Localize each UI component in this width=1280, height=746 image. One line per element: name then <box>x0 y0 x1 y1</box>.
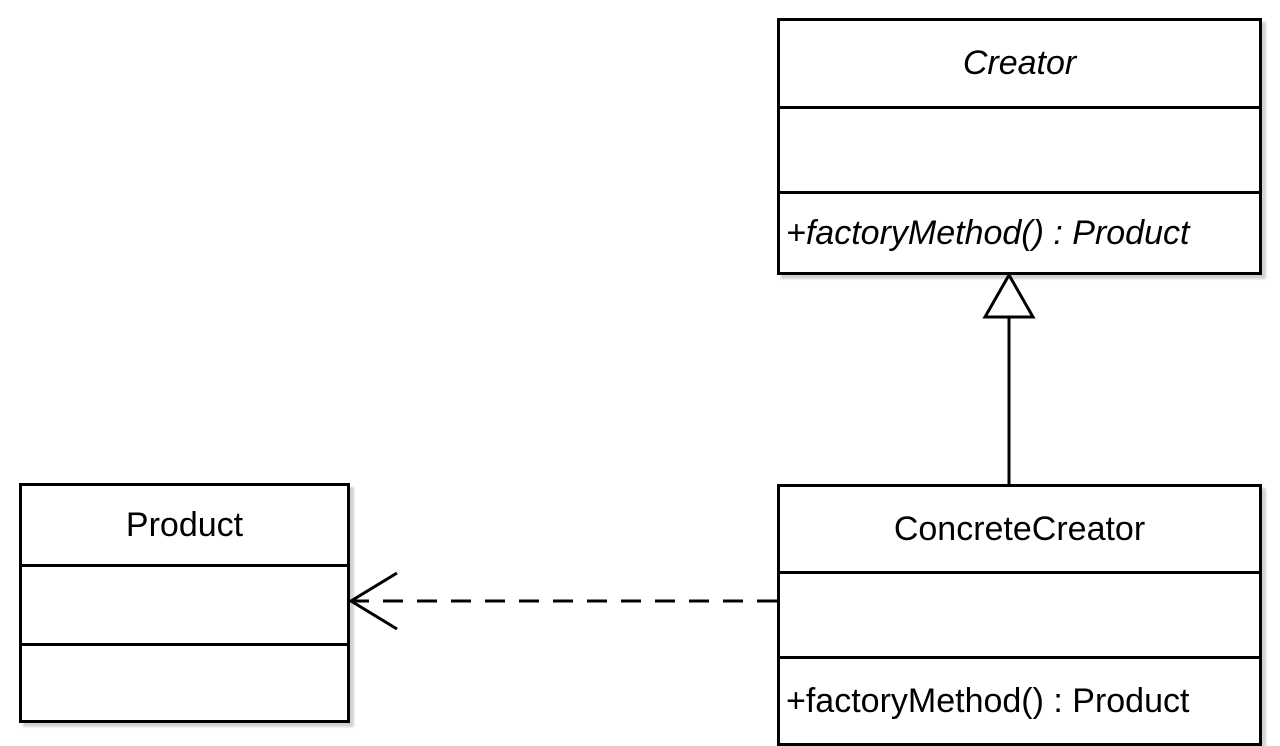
creator-operation-factory-method: +factoryMethod() : Product <box>780 191 1259 272</box>
product-operations-compartment <box>22 643 347 720</box>
creator-attributes-compartment <box>780 106 1259 191</box>
concrete-creator-operation-factory-method: +factoryMethod() : Product <box>780 656 1259 743</box>
product-attributes-compartment <box>22 564 347 643</box>
product-class-name: Product <box>125 505 244 544</box>
generalization-hollow-triangle-arrowhead <box>982 271 1036 319</box>
concrete-creator-attributes-compartment <box>780 571 1259 656</box>
concrete-creator-class-box[interactable]: ConcreteCreator +factoryMethod() : Produ… <box>777 484 1262 746</box>
creator-class-name: Creator <box>962 44 1077 82</box>
concrete-creator-class-name: ConcreteCreator <box>893 509 1146 548</box>
dependency-connector[interactable] <box>348 571 777 631</box>
creator-class-box[interactable]: Creator +factoryMethod() : Product <box>777 18 1262 275</box>
generalization-connector[interactable] <box>982 271 1036 484</box>
product-class-box[interactable]: Product <box>19 483 350 723</box>
dependency-open-arrowhead <box>348 571 398 631</box>
